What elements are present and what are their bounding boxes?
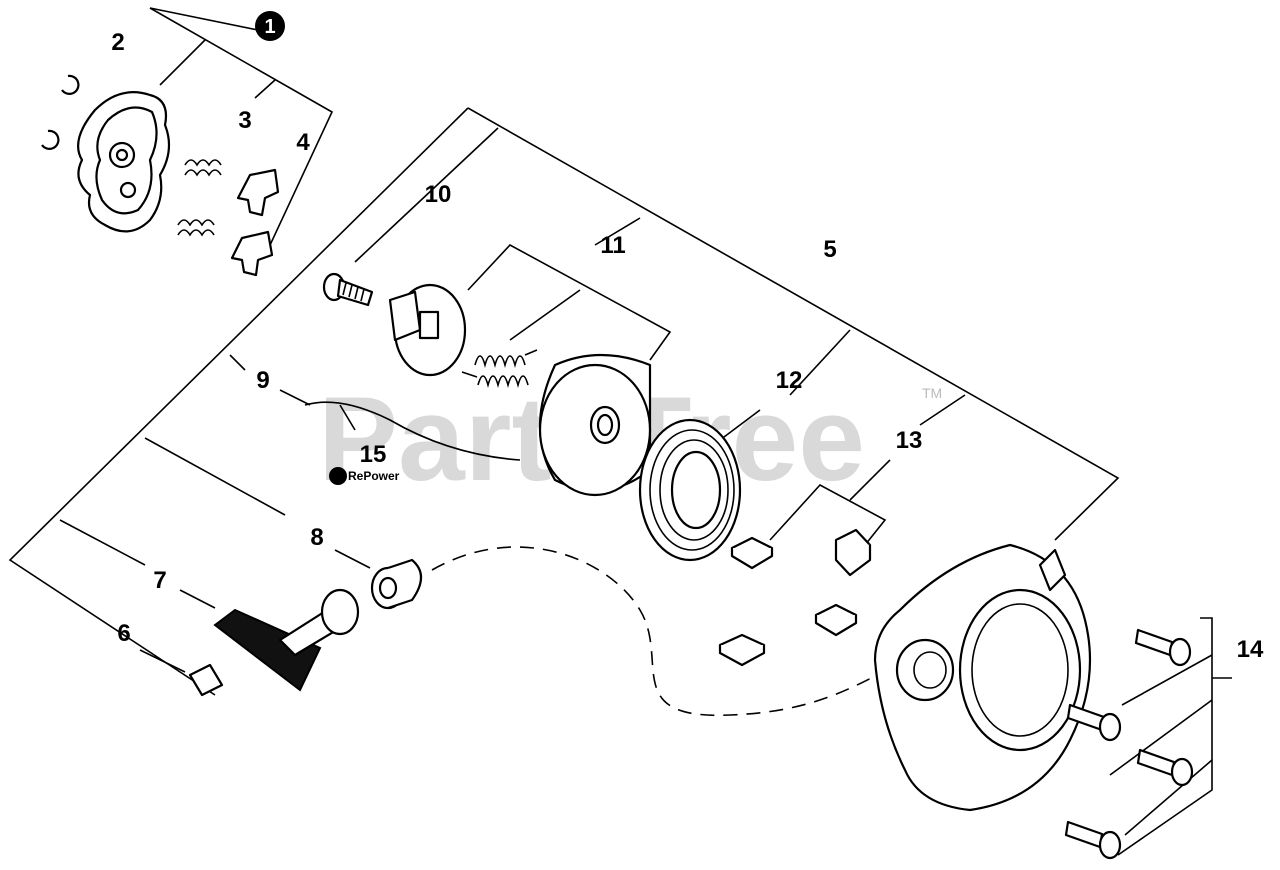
bracket-assembly-1 xyxy=(149,7,334,259)
leader-7-b xyxy=(179,589,216,609)
svg-text:RePower: RePower xyxy=(348,469,400,483)
part-14-bolts xyxy=(1064,628,1194,860)
leader-7-a xyxy=(59,519,146,566)
rope-path-dashed xyxy=(431,546,906,716)
part-12-recoil-spring xyxy=(638,418,742,562)
leader-5-inner xyxy=(789,329,851,396)
leader-15 xyxy=(339,404,356,431)
callout-11: 11 xyxy=(600,232,625,259)
leader-13-outer xyxy=(919,394,966,426)
callout-14: 14 xyxy=(1237,636,1264,663)
callout-2: 2 xyxy=(111,29,124,56)
bracket-assembly-5-left xyxy=(8,107,469,696)
leader-3-top xyxy=(254,79,276,99)
part-10-screw xyxy=(322,272,374,307)
part-4-pawls xyxy=(230,168,280,277)
leader-14-b xyxy=(1121,654,1213,706)
callout-15: 15 xyxy=(360,441,387,468)
part-8-bushing xyxy=(370,558,423,610)
part-pulley-hub xyxy=(388,283,467,377)
part-11-spring xyxy=(461,349,538,388)
leader-8-b xyxy=(334,549,371,569)
callout-3: 3 xyxy=(238,107,251,134)
leader-10b xyxy=(594,217,641,246)
leader-11 xyxy=(509,289,581,341)
part-5-starter-housing xyxy=(873,543,1092,812)
leader-2 xyxy=(159,39,206,86)
part-2-cover xyxy=(77,91,171,233)
leader-13 xyxy=(849,459,891,501)
leader-assembly-1 xyxy=(149,7,259,31)
bracket-assembly-5-right xyxy=(467,107,1120,541)
callout-8: 8 xyxy=(310,524,323,551)
leader-10 xyxy=(354,127,499,263)
assembly-marker-1: 1 xyxy=(255,11,285,41)
callout-6: 6 xyxy=(117,620,130,647)
svg-text:1: 1 xyxy=(264,16,275,38)
part-7-handle xyxy=(213,588,360,692)
leader-14-c xyxy=(1109,699,1213,776)
part-rope-reel xyxy=(538,353,652,497)
part-13-nuts xyxy=(718,528,872,667)
bracket-14 xyxy=(1117,617,1213,856)
watermark-tm: TM xyxy=(922,385,942,401)
callout-12: 12 xyxy=(776,367,803,394)
part-6-insert xyxy=(188,663,224,697)
bracket-13 xyxy=(769,483,887,546)
leader-8-a xyxy=(144,437,286,516)
callout-5: 5 xyxy=(823,236,836,263)
leader-9-a xyxy=(229,354,246,371)
leader-12 xyxy=(719,409,761,441)
part-2-clips xyxy=(41,74,80,150)
callout-13: 13 xyxy=(896,427,923,454)
leader-6 xyxy=(139,649,186,673)
callout-7: 7 xyxy=(153,567,166,594)
part-9-rope xyxy=(304,401,521,461)
callout-4: 4 xyxy=(296,129,310,156)
leader-14-d xyxy=(1124,759,1213,836)
callout-10: 10 xyxy=(425,181,452,208)
bracket-11 xyxy=(467,244,672,361)
repower-logo: RePower xyxy=(329,467,400,485)
part-3-springs xyxy=(177,159,222,237)
callout-9: 9 xyxy=(256,367,269,394)
leader-9-b xyxy=(279,389,311,406)
